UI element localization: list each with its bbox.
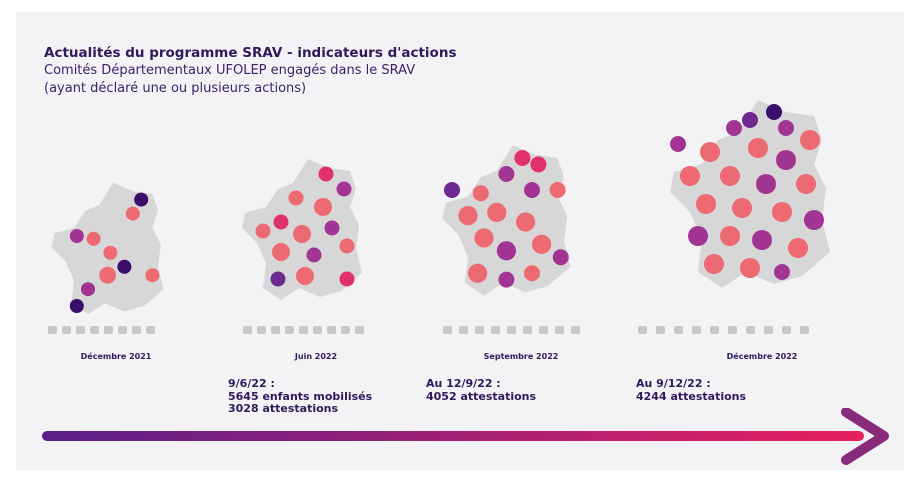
region-mark [69,229,84,243]
timeline-arrow-icon [42,408,889,465]
region-mark [86,231,101,246]
caption-june-2022: Juin 2022 [294,352,338,361]
region-mark [99,266,116,284]
region-mark [125,206,140,221]
overseas-territories [241,324,391,336]
overseas-territories [441,324,601,336]
caption-september-2022: Septembre 2022 [483,352,559,361]
region-mark [69,299,84,313]
stat-june-2022: 9/6/22 : 5645 enfants mobilisés 3028 att… [228,377,373,416]
region-mark [81,282,95,297]
slide-subtitle: Comités Départementaux UFOLEP engagés da… [44,63,416,78]
stat-date: Au 12/9/22 : [426,377,501,390]
region-mark [145,268,160,283]
slide-subtitle-note: (ayant déclaré une ou plusieurs actions) [44,81,307,96]
slide-title: Actualités du programme SRAV - indicateu… [44,45,457,61]
header: Actualités du programme SRAV - indicateu… [44,44,456,98]
stat-december-2022: Au 9/12/22 : 4244 attestations [636,377,747,403]
slide: Actualités du programme SRAV - indicateu… [16,12,904,470]
region-mark [103,245,118,260]
stat-attestations: 4052 attestations [426,389,537,403]
stat-september-2022: Au 12/9/22 : 4052 attestations [426,377,537,403]
caption-december-2022: Décembre 2022 [726,352,798,361]
region-mark [134,192,149,207]
overseas-territories [46,324,186,336]
overseas-territories [636,324,816,336]
france-map-september-2022 [436,142,596,302]
stat-attestations: 4244 attestations [636,389,747,403]
stat-attestations: 3028 attestations [228,402,339,415]
france-map-december-2022 [662,96,862,296]
france-outline [670,100,830,288]
france-outline [442,145,571,296]
region-mark [117,259,132,274]
france-map-june-2022 [236,156,386,306]
stat-children: 5645 enfants mobilisés [228,389,373,403]
stat-date: 9/6/22 : [228,377,275,390]
france-map-december-2021 [46,180,186,320]
stat-date: Au 9/12/22 : [636,377,711,390]
caption-december-2021: Décembre 2021 [80,352,152,361]
